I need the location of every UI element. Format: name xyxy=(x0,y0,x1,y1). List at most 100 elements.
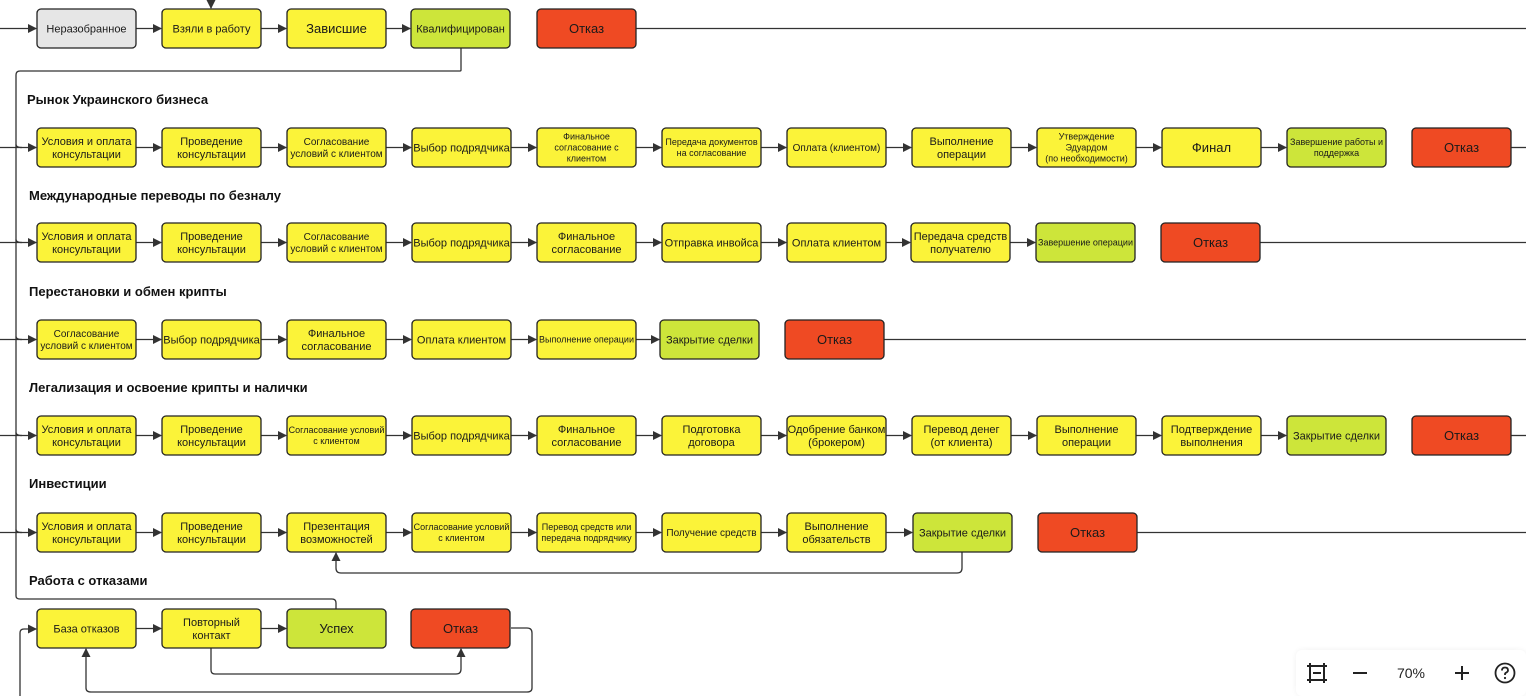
stage-invest-6[interactable]: Получение средств xyxy=(661,512,762,553)
help-button[interactable] xyxy=(1489,657,1521,689)
connector-arrow xyxy=(331,552,963,574)
stage-legal-8[interactable]: Перевод денег(от клиента) xyxy=(911,415,1012,456)
stage-label: Закрытие сделки xyxy=(919,527,1006,539)
stage-crypto-4[interactable]: Оплата клиентом xyxy=(411,319,512,360)
stage-label: Отказ xyxy=(1193,235,1228,250)
stage-invest-8[interactable]: Закрытие сделки xyxy=(912,512,1013,553)
stage-legal-12[interactable]: Отказ xyxy=(1411,415,1512,456)
stage-top-5[interactable]: Отказ xyxy=(536,8,637,49)
fit-to-screen-button[interactable] xyxy=(1301,657,1333,689)
zoom-out-button[interactable] xyxy=(1344,657,1376,689)
stage-invest-9[interactable]: Отказ xyxy=(1037,512,1138,553)
stage-box xyxy=(910,222,1011,263)
stage-label: Выполнение операции xyxy=(539,335,634,345)
stage-top-4[interactable]: Квалифицирован xyxy=(410,8,511,49)
stage-top-3[interactable]: Зависшие xyxy=(286,8,387,49)
stage-crypto-6[interactable]: Закрытие сделки xyxy=(659,319,760,360)
stage-box xyxy=(36,319,137,360)
stage-legal-11[interactable]: Закрытие сделки xyxy=(1286,415,1387,456)
stage-box xyxy=(161,127,262,168)
stage-box xyxy=(911,127,1012,168)
stage-label: Отказ xyxy=(569,21,604,36)
stage-ukraine-4[interactable]: Выбор подрядчика xyxy=(411,127,512,168)
stage-refusals-3[interactable]: Успех xyxy=(286,608,387,649)
stage-label: Оплата клиентом xyxy=(417,334,506,346)
stage-box xyxy=(1161,127,1262,168)
stage-legal-7[interactable]: Одобрение банком(брокером) xyxy=(786,415,887,456)
stage-box xyxy=(536,512,637,553)
stage-box xyxy=(161,222,262,263)
stage-box xyxy=(161,319,262,360)
connector-arrow xyxy=(15,239,23,244)
stage-crypto-2[interactable]: Выбор подрядчика xyxy=(161,319,262,360)
section-title-investments: Инвестиции xyxy=(29,476,107,491)
stage-box xyxy=(161,512,262,553)
stage-legal-4[interactable]: Выбор подрядчика xyxy=(411,415,512,456)
stage-box xyxy=(1036,415,1137,456)
stage-label: Выбор подрядчика xyxy=(413,237,510,249)
zoom-in-button[interactable] xyxy=(1446,657,1478,689)
stage-box xyxy=(161,415,262,456)
stage-ukraine-7[interactable]: Оплата (клиентом) xyxy=(786,127,887,168)
stage-refusals-4[interactable]: Отказ xyxy=(410,608,511,649)
stage-top-2[interactable]: Взяли в работу xyxy=(161,8,262,49)
stage-ukraine-12[interactable]: Отказ xyxy=(1411,127,1512,168)
stage-box xyxy=(536,127,637,168)
stage-box xyxy=(661,222,762,263)
stage-intl-6[interactable]: Отправка инвойса xyxy=(661,222,762,263)
stage-intl-9[interactable]: Завершение операции xyxy=(1035,222,1136,263)
stage-refusals-1[interactable]: База отказов xyxy=(36,608,137,649)
section-title-legalization: Легализация и освоение крипты и налички xyxy=(29,380,308,395)
stage-box xyxy=(36,8,137,49)
stage-top-1[interactable]: Неразобранное xyxy=(36,8,137,49)
stage-intl-4[interactable]: Выбор подрядчика xyxy=(411,222,512,263)
stage-crypto-7[interactable]: Отказ xyxy=(784,319,885,360)
stage-ukraine-10[interactable]: Финал xyxy=(1161,127,1262,168)
stage-box xyxy=(1411,415,1512,456)
stage-crypto-5[interactable]: Выполнение операции xyxy=(536,319,637,360)
stage-label: Взяли в работу xyxy=(173,23,251,35)
stage-intl-10[interactable]: Отказ xyxy=(1160,222,1261,263)
stage-intl-7[interactable]: Оплата клиентом xyxy=(786,222,887,263)
section-title-intl-transfers: Международные переводы по безналу xyxy=(29,188,282,203)
stage-box xyxy=(1286,127,1387,168)
stage-box xyxy=(536,8,637,49)
